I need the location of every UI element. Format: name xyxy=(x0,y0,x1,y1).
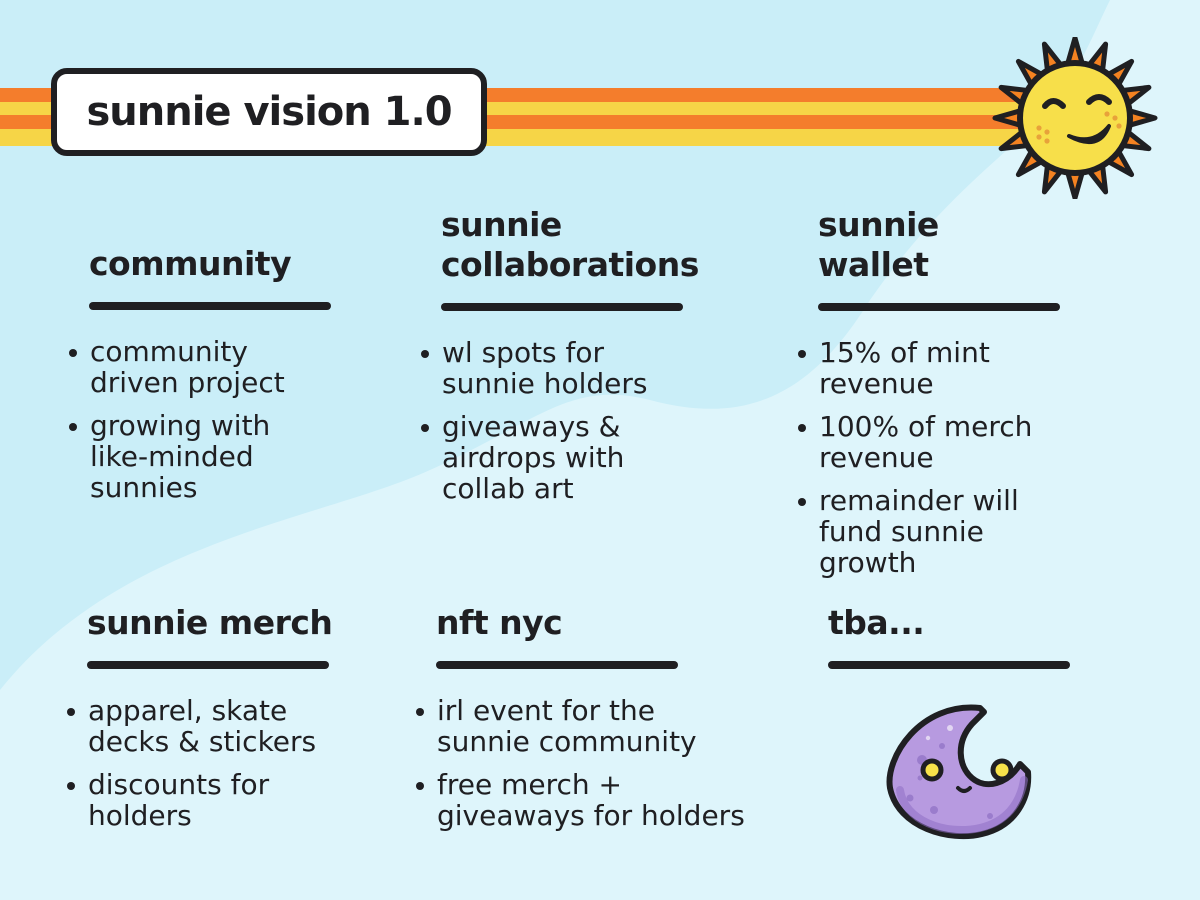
section-heading: sunnie wallet xyxy=(818,205,939,284)
heading-divider xyxy=(436,661,678,669)
smiling-sun-icon xyxy=(992,37,1158,199)
crescent-moon-icon xyxy=(886,704,1032,840)
list-item: free merch +giveaways for holders xyxy=(414,769,745,831)
heading-divider xyxy=(818,303,1060,311)
section-heading: sunnie merch xyxy=(87,603,333,642)
heading-divider xyxy=(87,661,329,669)
heading-divider xyxy=(828,661,1070,669)
section-heading: nft nyc xyxy=(436,603,563,642)
section-heading: community xyxy=(89,244,292,283)
section-heading: tba... xyxy=(828,603,925,642)
heading-divider xyxy=(89,302,331,310)
title-banner: sunnie vision 1.0 xyxy=(51,68,487,156)
section-heading: sunnie collaborations xyxy=(441,205,699,284)
section-tba: tba... xyxy=(828,603,1070,669)
heading-divider xyxy=(441,303,683,311)
page-title: sunnie vision 1.0 xyxy=(86,89,452,135)
